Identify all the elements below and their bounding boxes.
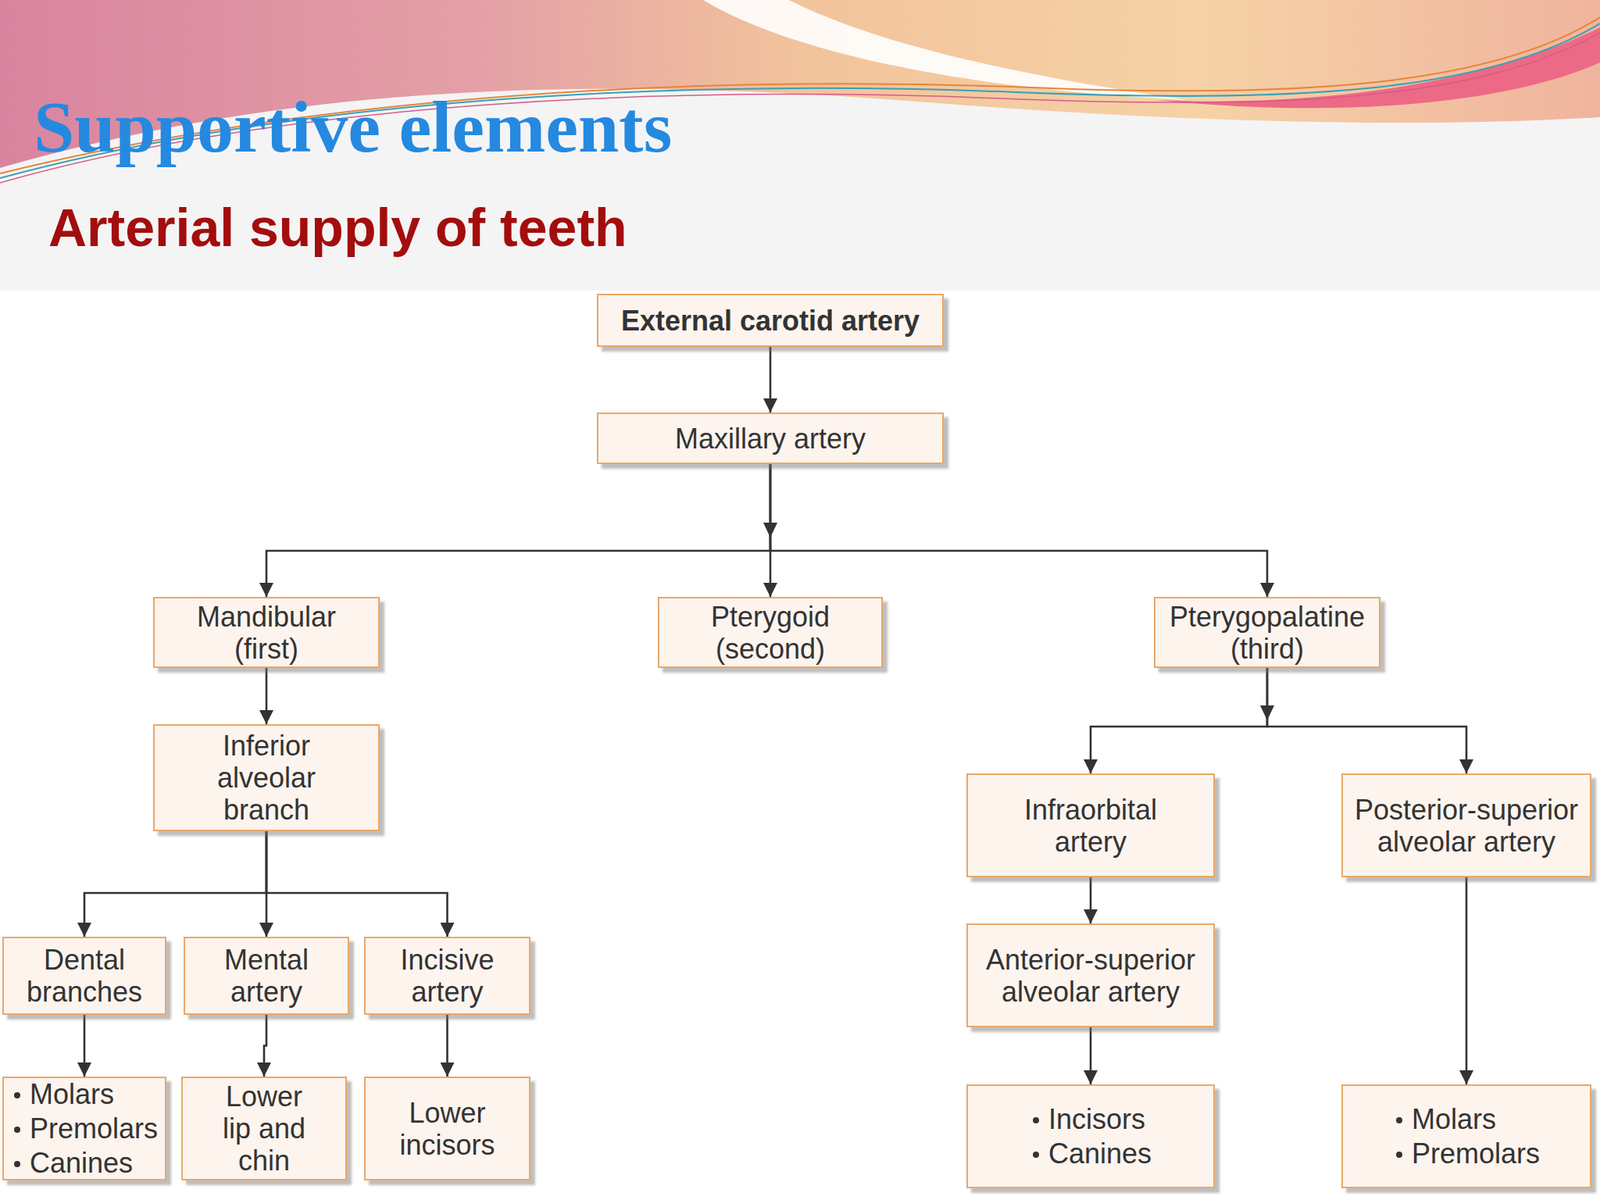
box-text: Pterygoid (second) — [680, 600, 861, 665]
box-text: Maxillary artery — [675, 422, 866, 455]
connector-arrow — [1465, 877, 1468, 1085]
artery-box: Mental artery — [183, 936, 350, 1015]
connector-arrow — [265, 667, 268, 725]
connector-arrow — [770, 464, 1268, 597]
teeth-box: MolarsPremolarsCanines — [2, 1076, 167, 1181]
connector-arrow — [83, 1014, 86, 1077]
bullet-list: MolarsPremolars — [1392, 1102, 1540, 1172]
artery-box: External carotid artery — [596, 293, 944, 347]
artery-box: Pterygopalatine (third) — [1153, 596, 1381, 668]
bullet-item: Molars — [10, 1077, 158, 1112]
box-text: Posterior-superior alveolar artery — [1349, 793, 1584, 858]
box-text: Anterior-superior alveolar artery — [977, 943, 1204, 1008]
teeth-box: IncisorsCanines — [966, 1084, 1215, 1189]
artery-box: Mandibular (first) — [153, 596, 380, 668]
header-line — [0, 23, 1600, 179]
connector-arrow — [769, 346, 772, 413]
artery-box: Pterygoid (second) — [657, 596, 883, 668]
connector-arrow — [1090, 667, 1268, 774]
artery-box: Anterior-superior alveolar artery — [966, 923, 1215, 1028]
box-text: Pterygopalatine (third) — [1161, 600, 1373, 665]
artery-box: Maxillary artery — [596, 412, 944, 465]
box-text: Mandibular (first) — [176, 600, 357, 665]
subtitle: Arterial supply of teeth — [48, 196, 628, 258]
box-text: Incisive artery — [377, 943, 518, 1008]
artery-box: Dental branches — [2, 936, 167, 1015]
bullet-list: MolarsPremolarsCanines — [10, 1077, 158, 1181]
header-line — [0, 32, 1600, 183]
artery-box: Infraorbital artery — [966, 773, 1215, 878]
box-text: Infraorbital artery — [1004, 793, 1177, 858]
bullet-item: Premolars — [10, 1111, 158, 1147]
header-background — [0, 0, 1600, 291]
bullet-item: Canines — [10, 1146, 158, 1181]
box-text: External carotid artery — [621, 304, 920, 337]
box-text: Dental branches — [10, 943, 159, 1008]
bullet-item: Molars — [1392, 1102, 1540, 1137]
box-text: Inferior alveolar branch — [188, 729, 345, 826]
bullet-item: Incisors — [1029, 1102, 1152, 1137]
artery-box: Lower lip and chin — [181, 1076, 347, 1181]
artery-box: Inferior alveolar branch — [153, 724, 380, 832]
bullet-item: Canines — [1029, 1136, 1152, 1172]
connector-arrow — [1089, 1027, 1093, 1085]
artery-box: Incisive artery — [364, 936, 531, 1015]
box-text: Lower lip and chin — [215, 1080, 314, 1177]
teeth-box: MolarsPremolars — [1341, 1084, 1592, 1189]
connector-arrow — [266, 831, 448, 937]
slide-title: Supportive elements — [33, 87, 672, 166]
box-text: Lower incisors — [385, 1096, 511, 1161]
connector-arrow — [264, 1014, 267, 1077]
box-text: Mental artery — [196, 943, 337, 1008]
connector-arrow — [1267, 667, 1467, 774]
connector-arrow — [266, 464, 771, 597]
artery-box: Lower incisors — [364, 1076, 531, 1181]
connector-arrow — [1089, 877, 1093, 924]
bullet-item: Premolars — [1392, 1136, 1540, 1172]
connector-arrow — [446, 1014, 449, 1077]
artery-box: Posterior-superior alveolar artery — [1341, 773, 1592, 878]
connector-arrow — [84, 831, 267, 937]
bullet-list: IncisorsCanines — [1029, 1102, 1152, 1172]
